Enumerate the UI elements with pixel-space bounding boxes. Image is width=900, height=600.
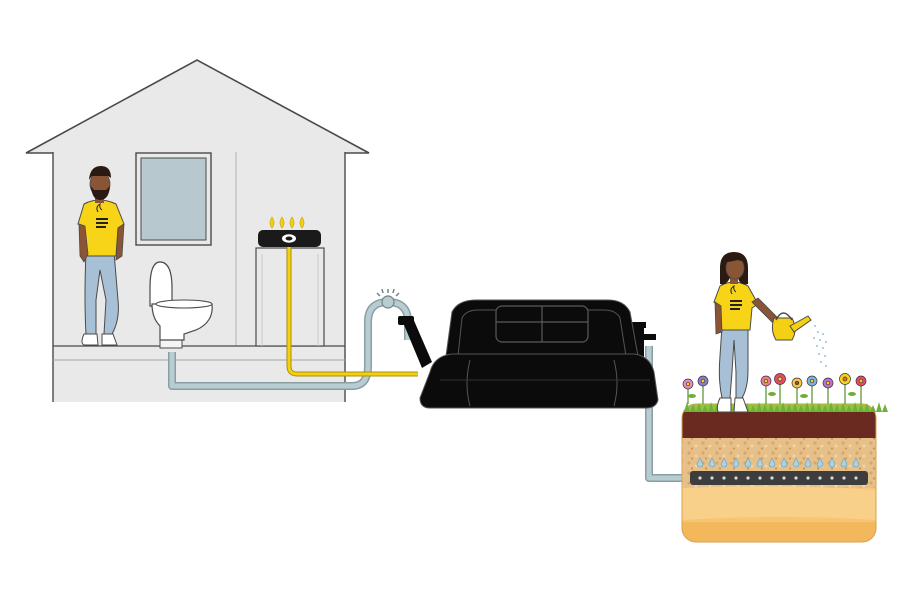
waste-pipe <box>168 288 412 390</box>
man-person-icon <box>77 166 125 346</box>
toilet-icon <box>149 261 213 349</box>
drip-irrigation-icon <box>690 471 868 485</box>
flame-icon <box>269 216 305 229</box>
biogas-digester-icon <box>398 299 659 409</box>
woman-person-icon <box>713 252 779 413</box>
gas-line <box>286 247 418 377</box>
gas-stove-icon <box>258 230 321 247</box>
house-window <box>135 152 212 246</box>
flower-icon <box>682 373 867 404</box>
water-spray-icon <box>813 325 827 367</box>
water-droplet-icon <box>696 457 860 468</box>
pipe-vent-icon <box>376 288 400 309</box>
house-roof <box>25 59 370 154</box>
watering-can-icon <box>771 312 812 341</box>
